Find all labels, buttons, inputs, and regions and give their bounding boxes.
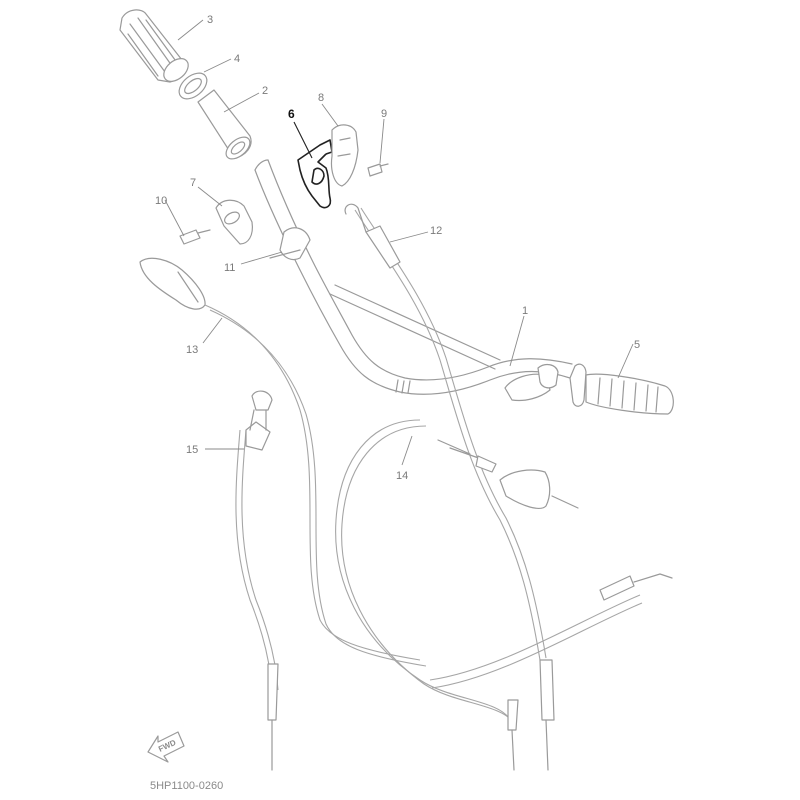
- callout-3: 3: [207, 14, 213, 26]
- grip-ring[interactable]: [174, 68, 211, 104]
- choke-knob[interactable]: [245, 390, 273, 451]
- fwd-arrow-icon: FWD: [147, 731, 185, 763]
- throttle-housing-highlighted[interactable]: [297, 139, 333, 209]
- left-grip[interactable]: [119, 9, 193, 86]
- clutch-lever[interactable]: [437, 439, 579, 509]
- callout-9: 9: [381, 108, 387, 120]
- left-lever[interactable]: [139, 257, 206, 310]
- callout-8: 8: [318, 92, 324, 104]
- callout-2: 2: [262, 85, 268, 97]
- throttle-tube[interactable]: [197, 89, 254, 163]
- clamp-part-11[interactable]: [269, 227, 311, 261]
- right-grip[interactable]: [569, 363, 674, 415]
- handlebar[interactable]: [254, 159, 573, 395]
- cable-ends-bottom: [267, 573, 673, 771]
- cable-guide[interactable]: [330, 124, 359, 187]
- right-lever-holder[interactable]: [504, 363, 559, 402]
- clamp-part-7[interactable]: [215, 199, 253, 245]
- callout-6: 6: [288, 107, 295, 121]
- screw-part-10[interactable]: [179, 229, 211, 245]
- callout-7: 7: [190, 177, 196, 189]
- callout-15: 15: [186, 444, 198, 456]
- cables: [204, 207, 643, 725]
- screw-part-9[interactable]: [367, 163, 389, 177]
- callout-1: 1: [522, 305, 528, 317]
- callout-13: 13: [186, 344, 198, 356]
- callout-10: 10: [155, 195, 167, 207]
- callout-5: 5: [634, 339, 640, 351]
- callout-14: 14: [396, 470, 408, 482]
- diagram-code: 5HP1100-0260: [150, 780, 223, 792]
- throttle-cable-end[interactable]: [344, 203, 401, 269]
- callout-11: 11: [224, 262, 235, 274]
- leader-lines: [164, 19, 634, 466]
- callouts: 3 4 2 6 8 9 7 10 11 12 1 5 13 15 14: [155, 14, 640, 482]
- callout-4: 4: [234, 53, 240, 65]
- callout-12: 12: [430, 225, 442, 237]
